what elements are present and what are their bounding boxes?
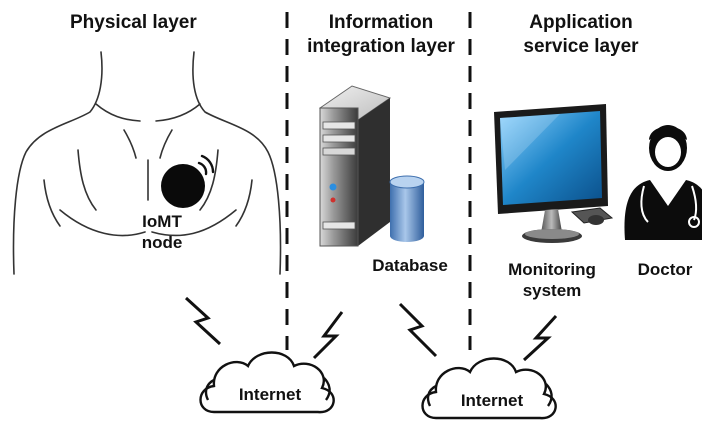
database-label: Database	[372, 256, 448, 275]
integration-layer-title-line2: integration layer	[307, 36, 455, 57]
iomt-node-label-line1: IoMT	[142, 212, 182, 231]
monitoring-system-label-line2: system	[522, 281, 582, 300]
monitoring-system-label-line1: Monitoring	[508, 260, 596, 279]
lightning-bolt-icon	[398, 302, 438, 358]
wireless-signal-icon	[197, 154, 215, 176]
monitor-icon	[494, 104, 608, 243]
doctor-label: Doctor	[637, 260, 693, 279]
internet-cloud-left-label: Internet	[238, 385, 302, 404]
internet-cloud-right-label: Internet	[460, 391, 524, 410]
mouse-icon	[588, 215, 604, 225]
iomt-node-icon	[161, 164, 205, 208]
server-tower-icon	[318, 85, 392, 247]
doctor-icon	[624, 125, 702, 240]
cloud-icon	[199, 351, 335, 414]
application-layer-title-line2: service layer	[523, 36, 639, 57]
physical-layer-title: Physical layer	[70, 12, 197, 33]
lightning-bolt-icon	[522, 314, 558, 362]
lightning-bolt-icon	[312, 311, 344, 360]
human-torso-icon	[12, 51, 282, 275]
integration-layer-title-line1: Information	[328, 12, 434, 33]
lightning-bolt-icon	[184, 296, 222, 346]
application-layer-title-line1: Application	[529, 12, 633, 33]
cloud-icon	[421, 357, 557, 420]
iomt-node-label-line2: node	[141, 233, 183, 252]
database-cylinder-icon	[389, 175, 425, 242]
